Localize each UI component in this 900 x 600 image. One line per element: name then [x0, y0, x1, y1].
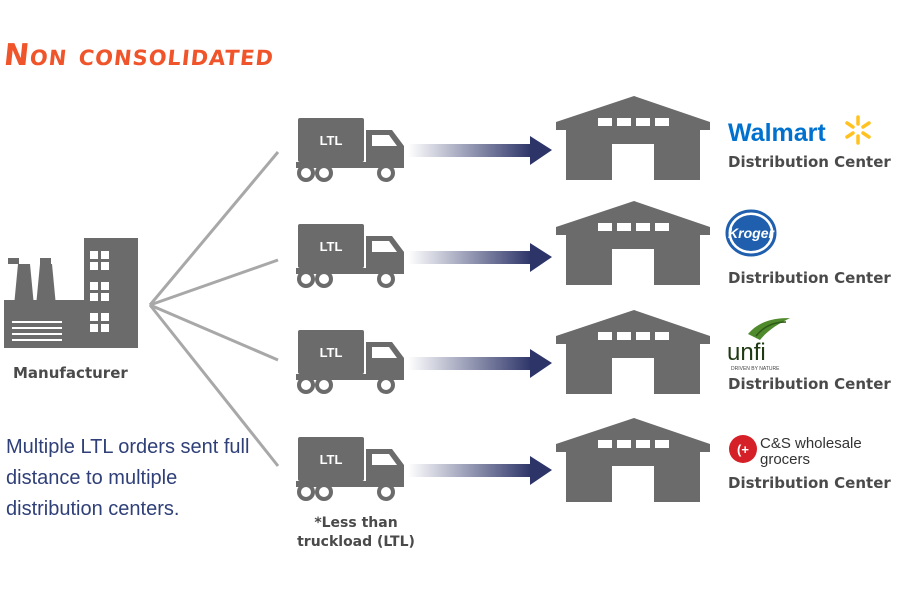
unfi-logo: unfi DRIVEN BY NATURE: [727, 318, 790, 372]
svg-text:C&S wholesale: C&S wholesale: [760, 435, 862, 452]
truck-label-4: LTL: [320, 452, 343, 467]
leaf-icon: [748, 318, 790, 340]
warehouse-icon-3: [556, 310, 710, 394]
ltl-footnote-line1: *Less than: [314, 515, 398, 531]
svg-text:unfi: unfi: [727, 339, 766, 366]
route-lines: [148, 151, 280, 467]
svg-text:DRIVEN BY NATURE: DRIVEN BY NATURE: [731, 366, 780, 372]
svg-text:Kroger: Kroger: [728, 225, 775, 241]
svg-text:Walmart: Walmart: [728, 119, 826, 147]
manufacturer-label: Manufacturer: [13, 364, 128, 382]
truck-icon-4: LTL: [294, 435, 406, 501]
warehouse-icon-2: [556, 201, 710, 285]
truck-icon-3: LTL: [294, 328, 406, 394]
svg-text:(+: (+: [737, 442, 749, 457]
ltl-footnote-line2: truckload (LTL): [297, 534, 415, 550]
factory-icon: [4, 238, 138, 348]
arrow-1: [408, 136, 552, 165]
cs-logo: (+ C&S wholesale grocers: [729, 435, 862, 468]
walmart-spark-icon: [845, 115, 871, 145]
distribution-center-label-4: Distribution Center: [728, 474, 891, 492]
kroger-logo: Kroger: [725, 209, 777, 257]
warehouse-icon-1: [556, 96, 710, 180]
svg-text:grocers: grocers: [760, 451, 810, 468]
truck-label-2: LTL: [320, 239, 343, 254]
truck-icon-2: LTL: [294, 222, 406, 288]
distribution-center-label-2: Distribution Center: [728, 269, 891, 287]
arrow-4: [408, 456, 552, 485]
walmart-logo: Walmart: [728, 115, 871, 147]
ltl-footnote: *Less than truckload (LTL): [276, 514, 436, 552]
note-text: Multiple LTL orders sent full distance t…: [6, 436, 250, 520]
distribution-center-label-3: Distribution Center: [728, 375, 891, 393]
arrow-2: [408, 243, 552, 272]
arrow-3: [408, 349, 552, 378]
warehouse-icon-4: [556, 418, 710, 502]
truck-label-1: LTL: [320, 133, 343, 148]
distribution-center-label-1: Distribution Center: [728, 153, 891, 171]
truck-label-3: LTL: [320, 345, 343, 360]
truck-icon-1: LTL: [294, 116, 406, 182]
